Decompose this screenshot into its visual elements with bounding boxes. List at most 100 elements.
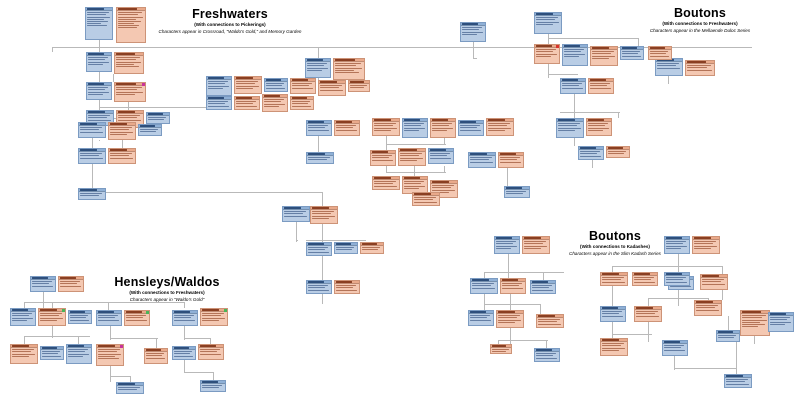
person-node[interactable] [600,272,628,286]
person-node[interactable] [172,310,198,326]
person-node[interactable] [310,206,338,224]
person-node[interactable] [504,186,530,198]
person-node[interactable] [58,276,84,292]
person-node[interactable] [116,382,144,394]
person-node[interactable] [700,274,728,290]
person-node[interactable] [536,314,564,328]
person-node[interactable] [334,280,360,294]
person-node[interactable] [655,58,683,76]
person-node[interactable] [206,76,232,96]
person-node[interactable] [606,146,630,158]
person-node[interactable] [138,124,162,136]
person-node[interactable] [333,58,365,80]
person-node[interactable] [172,346,196,360]
person-node[interactable] [716,330,740,342]
person-node[interactable] [428,148,454,164]
person-node[interactable] [38,308,66,326]
person-node[interactable] [114,82,146,102]
person-node[interactable] [334,120,360,136]
person-node[interactable] [372,176,400,190]
person-node[interactable] [116,7,146,43]
person-node[interactable] [306,120,332,136]
person-node[interactable] [522,236,550,254]
person-node[interactable] [402,176,428,194]
person-node[interactable] [306,242,332,256]
person-node[interactable] [534,12,562,34]
person-node[interactable] [632,272,658,286]
person-node[interactable] [290,96,314,110]
person-node[interactable] [30,276,56,292]
person-node[interactable] [234,76,262,94]
person-node[interactable] [498,152,524,168]
person-node[interactable] [634,306,662,322]
person-node[interactable] [96,310,122,326]
person-node[interactable] [96,344,124,366]
person-node[interactable] [398,148,426,166]
person-node[interactable] [360,242,384,254]
person-node[interactable] [578,146,604,160]
person-node[interactable] [78,188,106,200]
person-node[interactable] [470,278,498,294]
person-node[interactable] [560,78,586,94]
person-node[interactable] [600,306,626,322]
person-node[interactable] [486,118,514,136]
person-node[interactable] [206,96,232,110]
person-node[interactable] [262,94,288,112]
person-node[interactable] [530,280,556,294]
person-node[interactable] [412,192,440,206]
person-node[interactable] [290,78,316,94]
person-node[interactable] [372,118,400,136]
person-node[interactable] [114,52,144,74]
person-node[interactable] [490,344,512,354]
person-node[interactable] [318,80,346,96]
person-node[interactable] [86,52,112,72]
person-node[interactable] [468,152,496,168]
person-node[interactable] [496,310,524,328]
person-node[interactable] [685,60,715,76]
person-node[interactable] [620,46,644,60]
person-node[interactable] [534,348,560,362]
person-node[interactable] [694,300,722,316]
person-node[interactable] [78,122,106,138]
person-node[interactable] [562,44,588,66]
person-node[interactable] [85,7,113,40]
person-node[interactable] [500,278,526,294]
person-node[interactable] [664,236,690,254]
person-node[interactable] [86,82,112,100]
person-node[interactable] [200,308,228,326]
person-node[interactable] [108,148,136,164]
person-node[interactable] [348,80,370,92]
person-node[interactable] [234,96,260,110]
person-node[interactable] [198,344,224,360]
person-node[interactable] [334,242,358,254]
person-node[interactable] [40,346,64,360]
person-node[interactable] [200,380,226,392]
person-node[interactable] [556,118,584,138]
person-node[interactable] [588,78,614,94]
person-node[interactable] [724,374,752,388]
person-node[interactable] [430,118,456,138]
person-node[interactable] [458,120,484,136]
person-node[interactable] [664,272,690,286]
person-node[interactable] [306,152,334,164]
person-node[interactable] [662,340,688,356]
person-node[interactable] [370,150,396,166]
person-node[interactable] [768,312,794,332]
person-node[interactable] [10,344,38,364]
person-node[interactable] [146,112,170,124]
person-node[interactable] [402,118,428,138]
person-node[interactable] [68,310,92,324]
person-node[interactable] [586,118,612,136]
person-node[interactable] [590,46,618,66]
person-node[interactable] [692,236,720,254]
person-node[interactable] [494,236,520,254]
person-node[interactable] [468,310,494,326]
person-node[interactable] [264,78,288,92]
person-node[interactable] [648,46,672,60]
person-node[interactable] [305,58,331,78]
person-node[interactable] [108,122,136,140]
person-node[interactable] [282,206,310,222]
person-node[interactable] [66,344,92,364]
person-node[interactable] [306,280,332,294]
person-node[interactable] [534,44,560,64]
